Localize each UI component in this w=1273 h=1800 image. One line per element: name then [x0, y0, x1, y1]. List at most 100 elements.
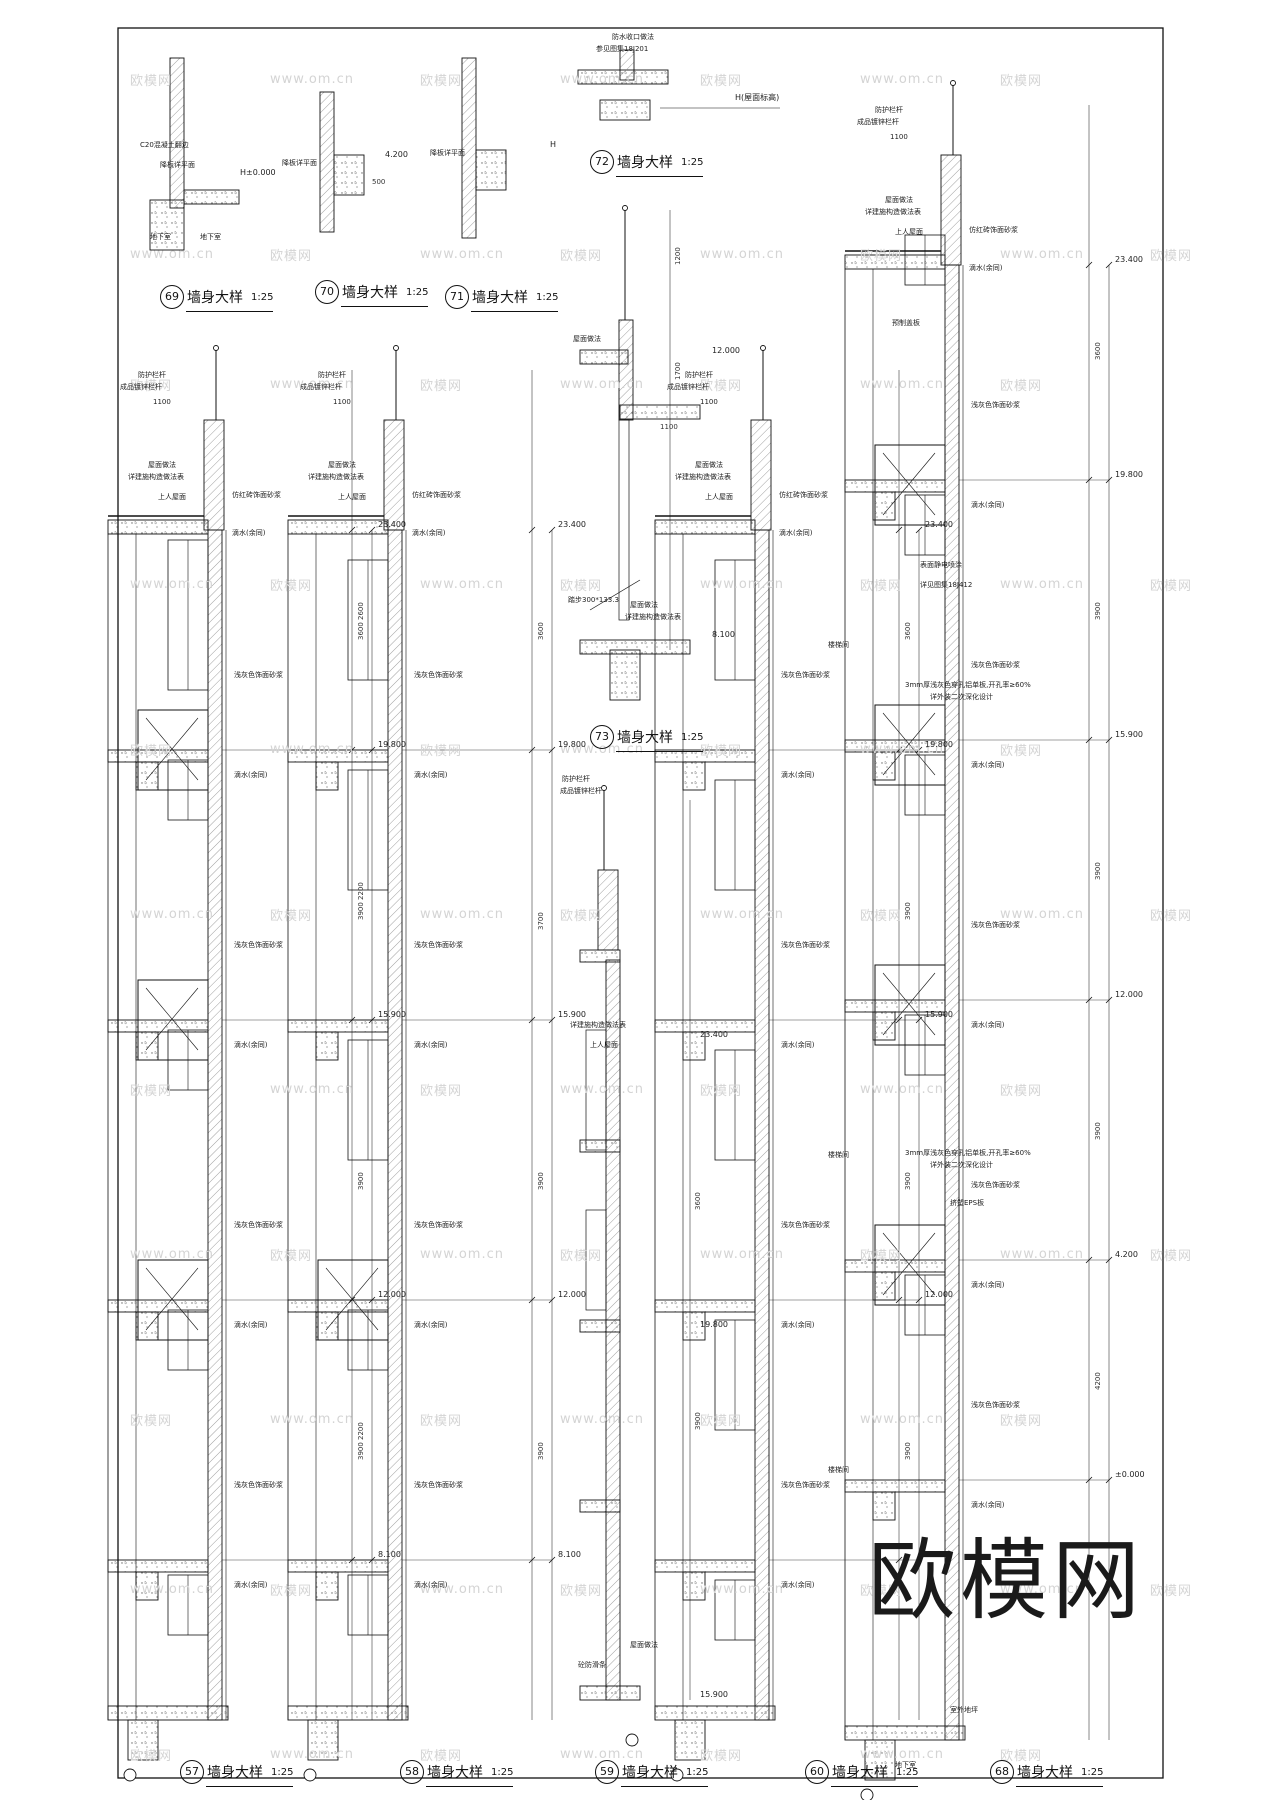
elevation-mark: 19.800 [1115, 470, 1143, 479]
watermark-text: 欧模网 [1150, 249, 1193, 264]
watermark-text: 欧模网 [420, 379, 463, 394]
detail-number: 58 [400, 1760, 424, 1784]
ac-unit-box [137, 1259, 209, 1341]
floor-slab [844, 1479, 946, 1493]
detail-scale: 1:25 [896, 1766, 919, 1778]
note-guardrail: 防护栏杆 [318, 371, 346, 379]
ac-unit-cross [145, 1267, 199, 1331]
base-slab [579, 1685, 641, 1701]
title-underline [341, 306, 429, 307]
ac-unit-cross [882, 452, 936, 516]
note-drip: 滴水(余同) [234, 1321, 268, 1329]
title-underline [471, 311, 559, 312]
watermark-text: 欧模网 [1150, 1249, 1193, 1264]
detail-number: 71 [445, 285, 469, 309]
railing-cap [601, 785, 607, 791]
watermark-domain: www.om.cn [700, 1582, 784, 1597]
railing-cap [393, 345, 399, 351]
note-drip: 滴水(余同) [781, 1581, 815, 1589]
dimension-tick [548, 1556, 556, 1564]
note-drip: 滴水(余同) [414, 1581, 448, 1589]
note-guardrail: 防护栏杆 [875, 106, 903, 114]
detail-scale: 1:25 [491, 1766, 514, 1778]
beam [872, 1491, 896, 1521]
elevation-mark: 23.400 [700, 1030, 728, 1039]
note-upper-roof: 上人屋面 [338, 493, 366, 501]
note-finish: 浅灰色饰面砂浆 [971, 1181, 1020, 1189]
watermark-domain: www.om.cn [560, 1747, 644, 1762]
watermark-text: 欧模网 [270, 1249, 313, 1264]
note-drip: 滴水(余同) [971, 1501, 1005, 1509]
note-basement: 地下室 [200, 233, 221, 241]
watermark-text: 欧模网 [420, 1084, 463, 1099]
title-underline [621, 1786, 709, 1787]
dimension-tick [1105, 736, 1113, 744]
elevation-mark: 23.400 [558, 520, 586, 529]
watermark-text: 欧模网 [560, 909, 603, 924]
watermark-text: 欧模网 [130, 74, 173, 89]
watermark-text: 欧模网 [1000, 74, 1043, 89]
detail-70-sill [333, 154, 365, 196]
floor-slab [107, 1559, 209, 1573]
watermark-domain: www.om.cn [130, 1247, 214, 1262]
note-roof-method: 屋面做法 [630, 1641, 658, 1649]
dimension-text: 3900 [904, 1172, 912, 1190]
dimension-text: 3600 [537, 622, 545, 640]
detail-number: 59 [595, 1760, 619, 1784]
floor-slab [287, 1559, 389, 1573]
exterior-wall [207, 529, 223, 1721]
ac-unit-box [137, 709, 209, 791]
watermark-domain: www.om.cn [560, 377, 644, 392]
note-stair-room: 楼梯间 [828, 641, 849, 649]
dimension-tick [528, 1016, 536, 1024]
detail-scale: 1:25 [536, 291, 559, 303]
dimension-text: 3900 [904, 902, 912, 920]
dimension-text: 3700 [537, 912, 545, 930]
title-underline [616, 751, 704, 752]
watermark-text: 欧模网 [700, 379, 743, 394]
dimension-tick [1105, 261, 1113, 269]
dimension-tick [1105, 476, 1113, 484]
elevation-mark: 8.100 [712, 630, 735, 639]
foundation-beam [307, 1719, 339, 1761]
note-upper-roof: 上人屋面 [590, 1041, 618, 1049]
dimension-tick [548, 1296, 556, 1304]
note-anti-slip: 砼防滑条 [578, 1661, 606, 1669]
floor-slab [579, 1499, 621, 1513]
dimension-text: 2200 [357, 1422, 365, 1440]
beam [872, 491, 896, 521]
note-guardrail: 防护栏杆 [138, 371, 166, 379]
floor-slab [654, 1559, 756, 1573]
note-c20: C20混凝土翻边 [140, 141, 189, 149]
railing-cap [213, 345, 219, 351]
note-precast: 预制盖板 [892, 319, 920, 327]
watermark-text: 欧模网 [420, 1414, 463, 1429]
elevation-mark: 15.900 [700, 1690, 728, 1699]
title-underline [186, 311, 274, 312]
note-galvanized: 成品镀锌栏杆 [560, 787, 602, 795]
watermark-domain: www.om.cn [420, 1582, 504, 1597]
note-grey-red: 仿红砖饰面砂浆 [412, 491, 461, 499]
watermark-domain: www.om.cn [860, 377, 944, 392]
dimension-text: 3900 [1094, 602, 1102, 620]
section-marker-circle [303, 1768, 317, 1782]
watermark-text: 欧模网 [700, 74, 743, 89]
watermark-text: 欧模网 [700, 1084, 743, 1099]
elevation-mark: 8.100 [925, 1550, 948, 1559]
dimension-tick [548, 746, 556, 754]
dimension-tick [915, 526, 923, 534]
note-stair-step: 踏步300*133.3 [568, 596, 619, 604]
ac-unit-box [137, 979, 209, 1061]
window-opening [585, 1209, 607, 1311]
title-underline [831, 1786, 919, 1787]
note-drip: 滴水(余同) [971, 761, 1005, 769]
detail-title: 墙身大样 [832, 1765, 888, 1781]
watermark-domain: www.om.cn [1000, 247, 1084, 262]
watermark-text: 欧模网 [700, 744, 743, 759]
detail-scale: 1:25 [686, 1766, 709, 1778]
dimension-tick [895, 1296, 903, 1304]
dimension-text: 3900 [1094, 1122, 1102, 1140]
